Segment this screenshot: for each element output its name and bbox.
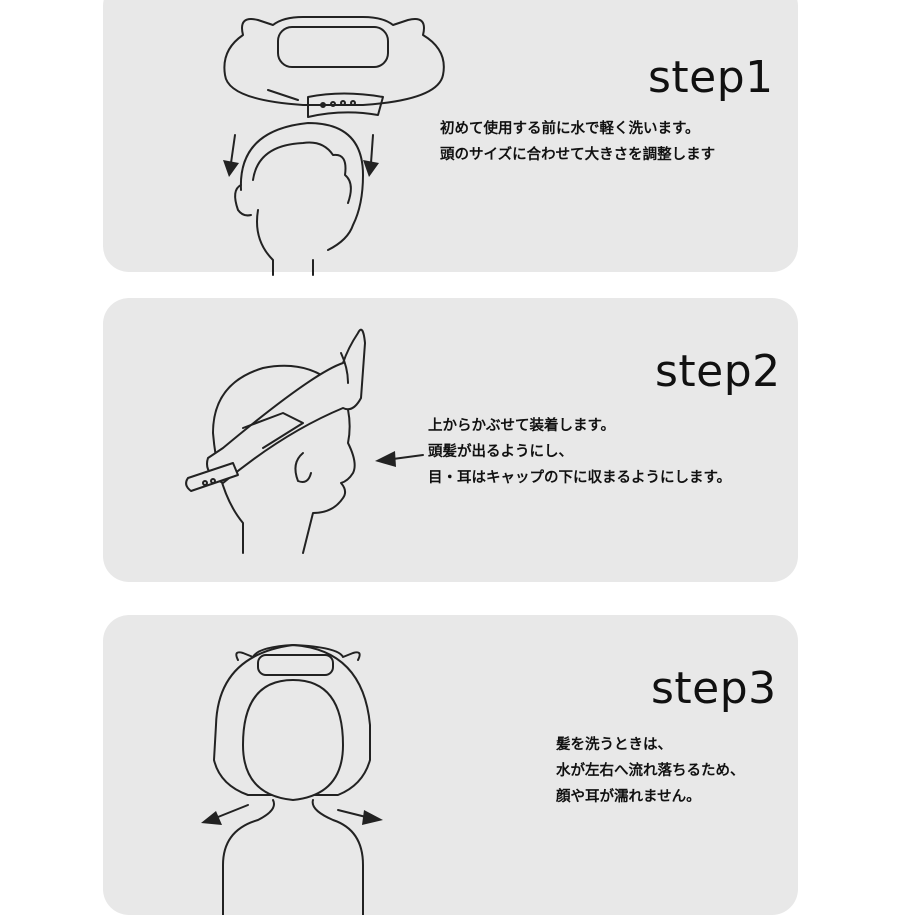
step3-panel: step3 髪を洗うときは、 水が左右へ流れ落ちるため、 顔や耳が濡れません。: [103, 615, 798, 915]
step2-illustration: [185, 328, 424, 554]
step3-illustration: [201, 644, 383, 915]
step1-line: 初めて使用する前に水で軽く洗います。: [440, 121, 700, 137]
step1-description: 初めて使用する前に水で軽く洗います。 頭のサイズに合わせて大きさを調整します: [440, 116, 715, 168]
step2-title: step2: [655, 346, 781, 397]
step1-panel: step1 初めて使用する前に水で軽く洗います。 頭のサイズに合わせて大きさを調…: [103, 0, 798, 276]
step2-description: 上からかぶせて装着します。 頭髪が出るようにし、 目・耳はキャップの下に収まるよ…: [428, 413, 731, 491]
step2-panel: step2 上からかぶせて装着します。 頭髪が出るようにし、 目・耳はキャップの…: [103, 298, 798, 582]
step1-illustration: [223, 16, 445, 276]
step2-line: 頭髪が出るようにし、: [428, 444, 573, 460]
step3-line: 顔や耳が濡れません。: [556, 789, 701, 805]
step2-line: 目・耳はキャップの下に収まるようにします。: [428, 470, 732, 486]
step1-title: step1: [648, 52, 774, 103]
step3-line: 水が左右へ流れ落ちるため、: [556, 763, 745, 779]
step1-line: 頭のサイズに合わせて大きさを調整します: [440, 147, 716, 163]
step2-line: 上からかぶせて装着します。: [428, 418, 616, 434]
step3-description: 髪を洗うときは、 水が左右へ流れ落ちるため、 顔や耳が濡れません。: [556, 732, 745, 810]
step3-title: step3: [651, 663, 777, 714]
step3-line: 髪を洗うときは、: [556, 737, 672, 753]
